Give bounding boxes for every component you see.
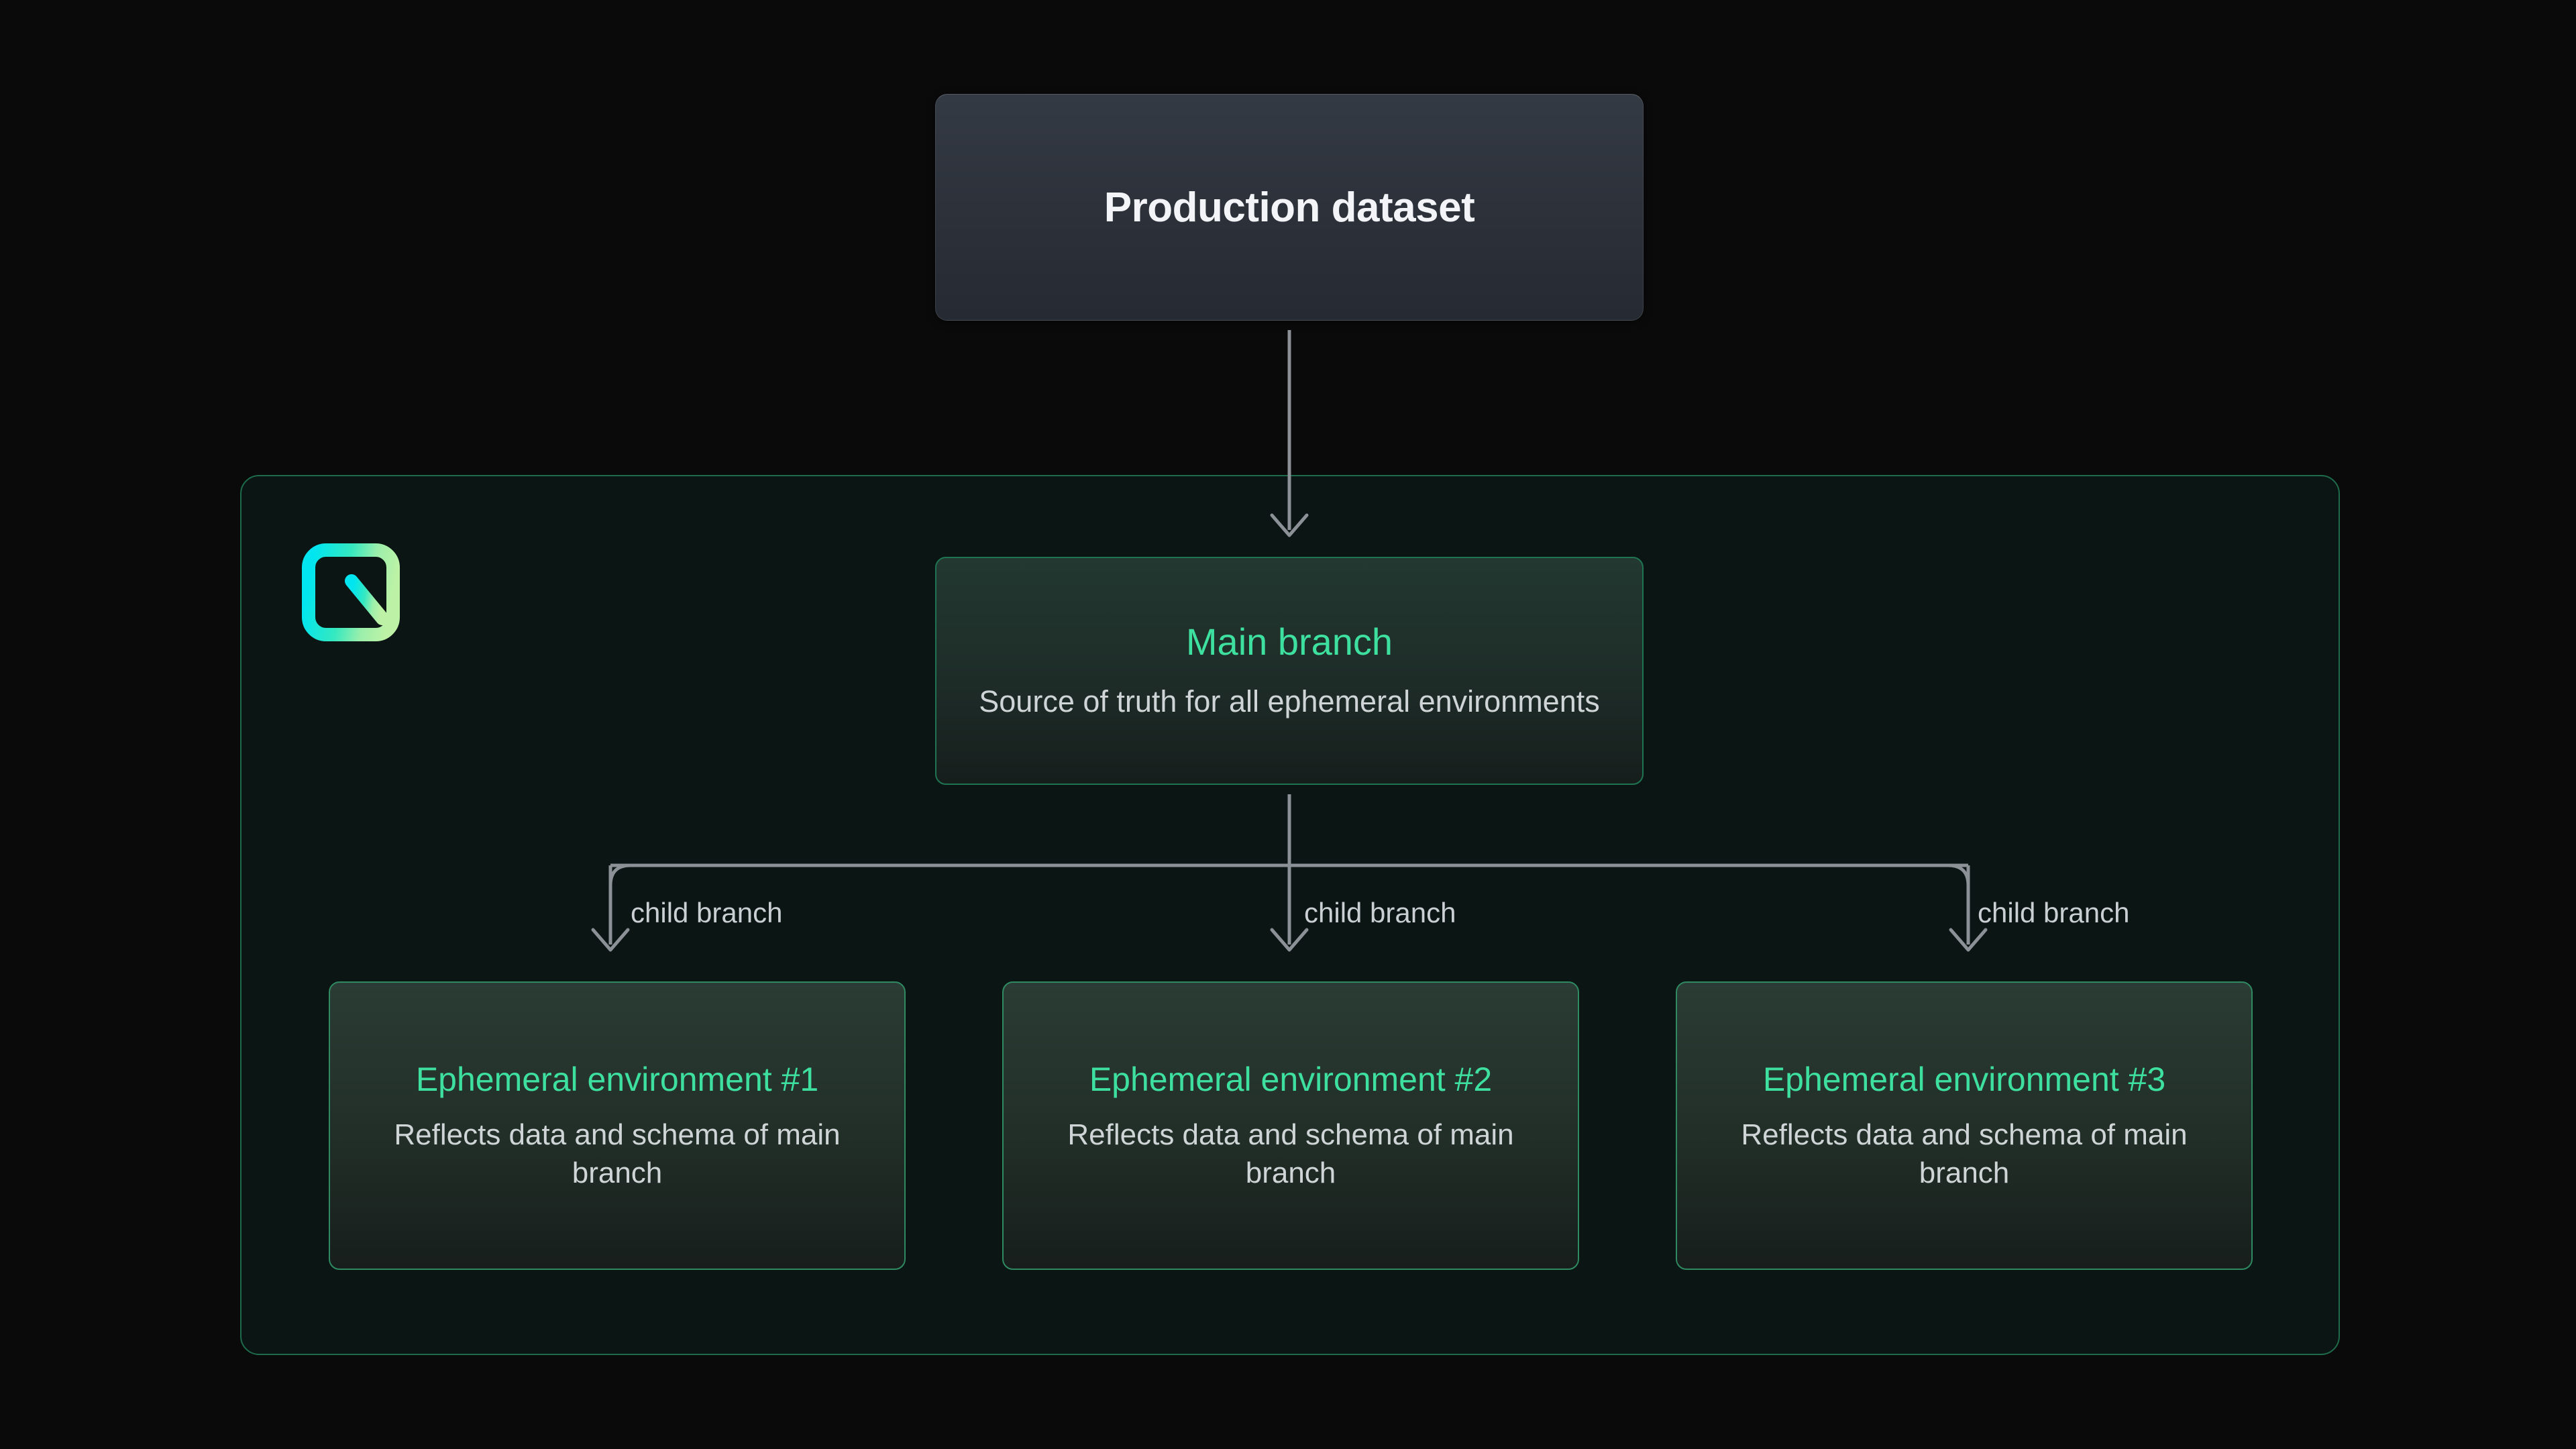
ephemeral-environment-description-2: Reflects data and schema of main branch — [1030, 1116, 1551, 1192]
ephemeral-environment-node-2: Ephemeral environment #2 Reflects data a… — [1002, 981, 1579, 1270]
ephemeral-environment-description-3: Reflects data and schema of main branch — [1704, 1116, 2224, 1192]
ephemeral-environment-node-3: Ephemeral environment #3 Reflects data a… — [1676, 981, 2253, 1270]
ephemeral-environment-title-2: Ephemeral environment #2 — [1089, 1059, 1492, 1099]
ephemeral-environment-node-1: Ephemeral environment #1 Reflects data a… — [329, 981, 906, 1270]
production-dataset-title: Production dataset — [1104, 184, 1475, 231]
main-branch-node: Main branch Source of truth for all ephe… — [935, 557, 1644, 785]
edge-label-child-branch-3: child branch — [1978, 897, 2129, 929]
main-branch-title: Main branch — [1186, 621, 1393, 663]
edge-label-child-branch-1: child branch — [631, 897, 782, 929]
ephemeral-environment-title-1: Ephemeral environment #1 — [416, 1059, 818, 1099]
production-dataset-node: Production dataset — [935, 94, 1644, 321]
neon-logo-icon — [302, 543, 400, 641]
ephemeral-environment-description-1: Reflects data and schema of main branch — [357, 1116, 877, 1192]
edge-label-child-branch-2: child branch — [1304, 897, 1456, 929]
main-branch-description: Source of truth for all ephemeral enviro… — [979, 682, 1599, 721]
ephemeral-environment-title-3: Ephemeral environment #3 — [1763, 1059, 2165, 1099]
